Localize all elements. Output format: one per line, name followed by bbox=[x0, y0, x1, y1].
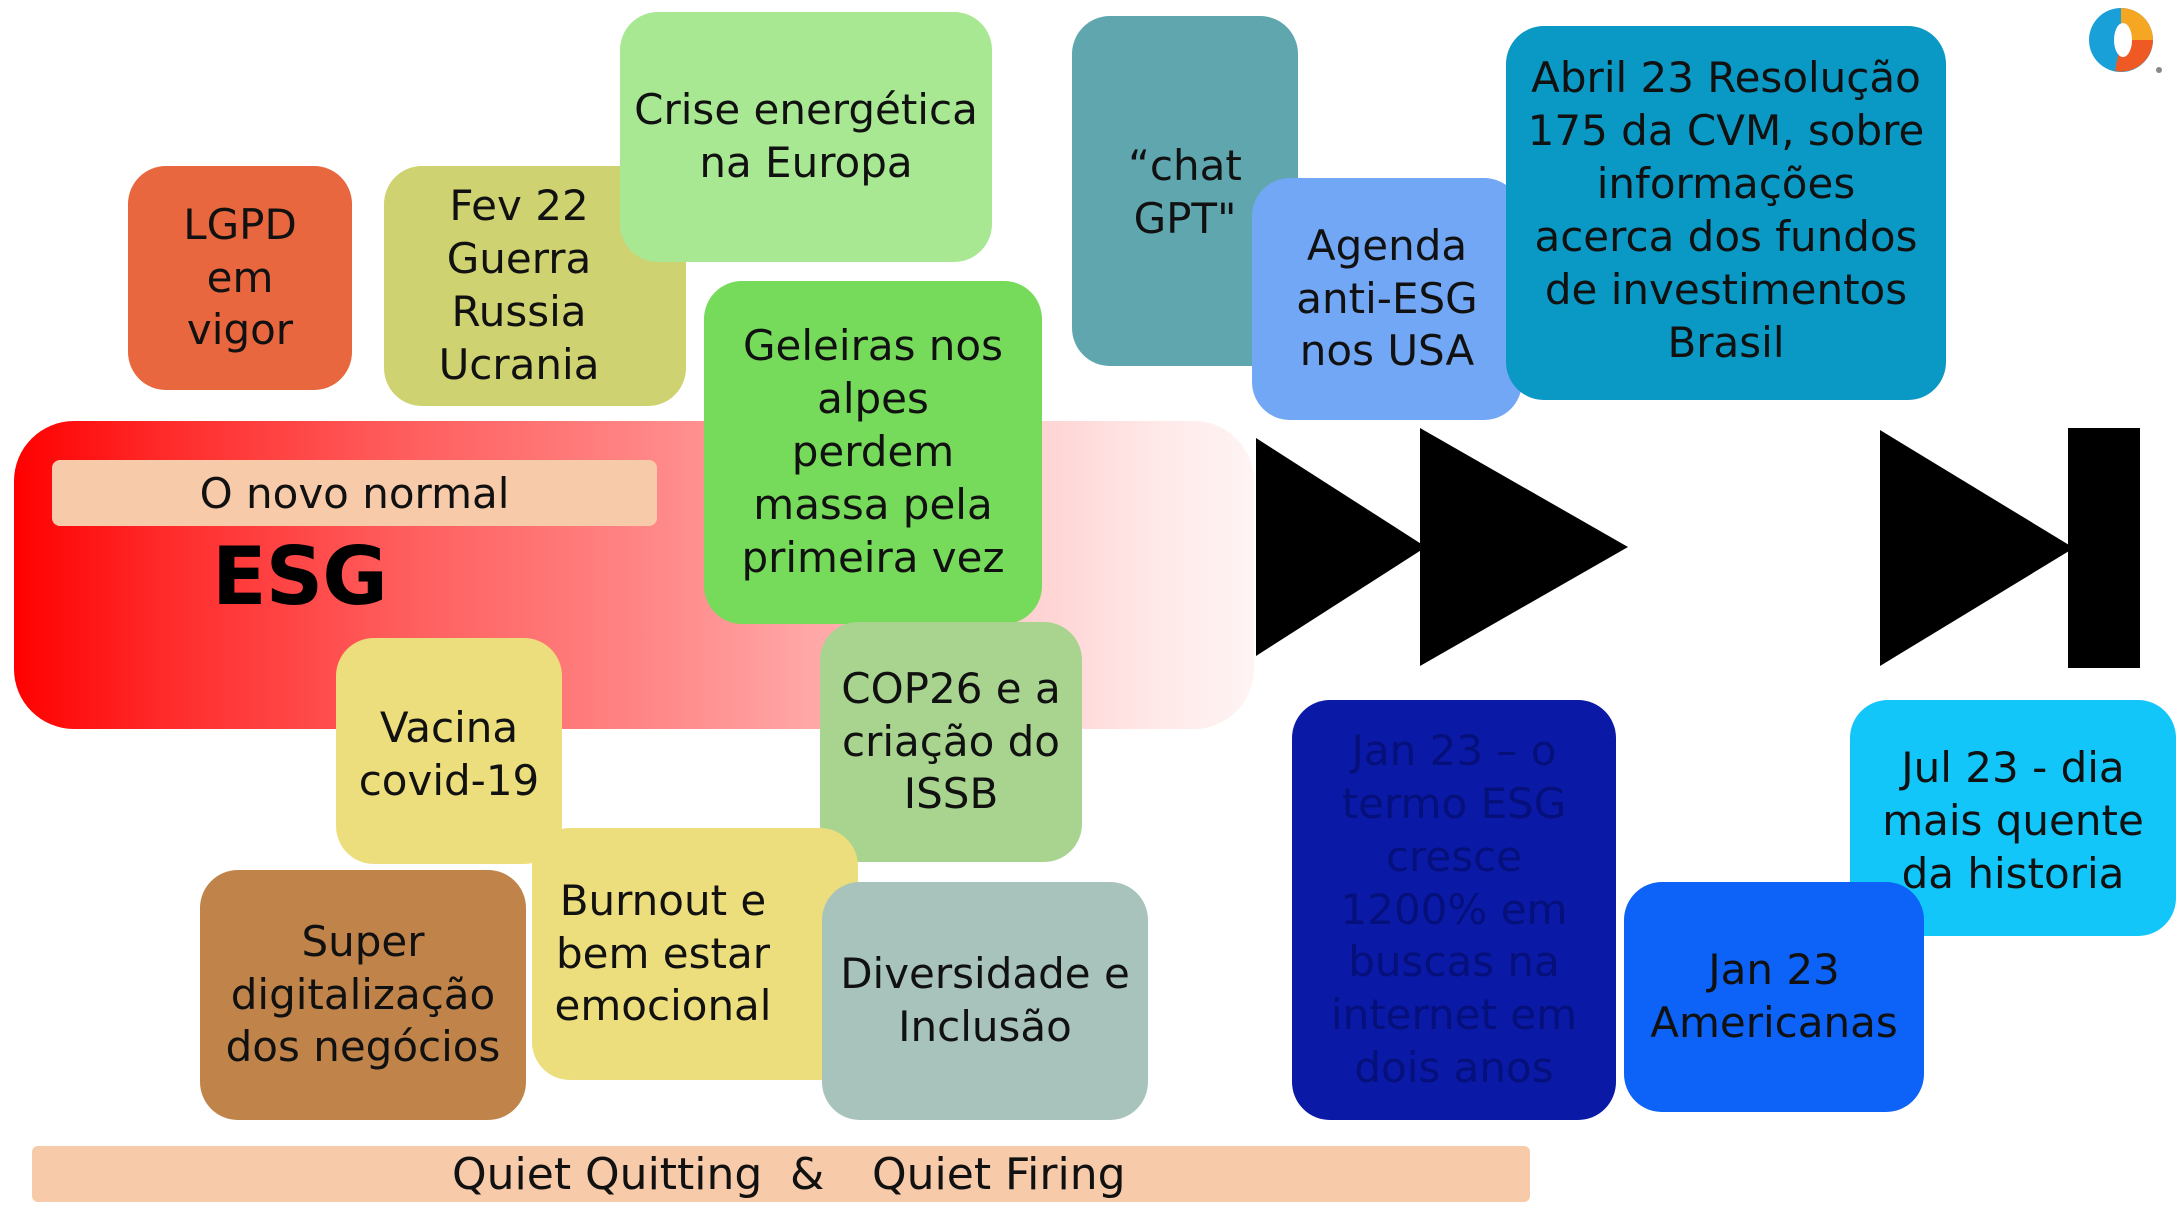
jan23-americanas-box: Jan 23 Americanas bbox=[1624, 882, 1924, 1112]
fast-forward-icon bbox=[1256, 428, 1628, 666]
anti-esg-text: Agenda anti-ESG nos USA bbox=[1296, 220, 1478, 376]
geleiras-box: Geleiras nos alpes perdem massa pela pri… bbox=[704, 281, 1042, 624]
jan23-esg-box: Jan 23 – o termo ESG cresce 1200% em bus… bbox=[1292, 700, 1616, 1120]
crise-box: Crise energética na Europa bbox=[620, 12, 992, 262]
geleiras-text: Geleiras nos alpes perdem massa pela pri… bbox=[741, 321, 1005, 582]
brand-logo-icon bbox=[2089, 8, 2162, 73]
skip-next-icon bbox=[1880, 428, 2140, 668]
esg-title: ESG bbox=[212, 530, 388, 623]
guerra-text: Fev 22 Guerra Russia Ucrania bbox=[438, 181, 600, 389]
jan23-esg-text: Jan 23 – o termo ESG cresce 1200% em bus… bbox=[1330, 725, 1578, 1093]
vacina-text: Vacina covid-19 bbox=[358, 703, 540, 805]
jan23-americanas-text: Jan 23 Americanas bbox=[1650, 945, 1898, 1047]
cop26-text: COP26 e a criação do ISSB bbox=[841, 663, 1061, 819]
quiet-firing-text: Quiet Firing bbox=[872, 1149, 1126, 1200]
cop26-box: COP26 e a criação do ISSB bbox=[820, 622, 1082, 862]
quiet-quitting-text: Quiet Quitting bbox=[452, 1149, 763, 1200]
novo-normal-label: O novo normal bbox=[52, 460, 657, 526]
crise-text: Crise energética na Europa bbox=[634, 85, 978, 187]
jul23-text: Jul 23 - dia mais quente da historia bbox=[1882, 743, 2144, 898]
quiet-bar: Quiet Quitting & Quiet Firing bbox=[32, 1146, 1530, 1202]
burnout-box: Burnout e bem estar emocional bbox=[532, 828, 858, 1080]
novo-normal-text: O novo normal bbox=[199, 468, 510, 518]
lgpd-text: LGPD em vigor bbox=[183, 199, 297, 355]
super-digital-box: Super digitalização dos negócios bbox=[200, 870, 526, 1120]
cvm-text: Abril 23 Resolução 175 da CVM, sobre inf… bbox=[1527, 53, 1925, 367]
ampersand-text: & bbox=[790, 1149, 825, 1200]
diversidade-box: Diversidade e Inclusão bbox=[822, 882, 1148, 1120]
jul23-box: Jul 23 - dia mais quente da historia bbox=[1850, 700, 2176, 936]
lgpd-box: LGPD em vigor bbox=[128, 166, 352, 390]
chatgpt-text: “chat GPT" bbox=[1128, 141, 1242, 243]
diversidade-text: Diversidade e Inclusão bbox=[840, 949, 1130, 1051]
cvm-box: Abril 23 Resolução 175 da CVM, sobre inf… bbox=[1506, 26, 1946, 400]
super-digital-text: Super digitalização dos negócios bbox=[225, 916, 501, 1072]
vacina-box: Vacina covid-19 bbox=[336, 638, 562, 864]
anti-esg-box: Agenda anti-ESG nos USA bbox=[1252, 178, 1522, 420]
burnout-text: Burnout e bem estar emocional bbox=[554, 875, 772, 1031]
